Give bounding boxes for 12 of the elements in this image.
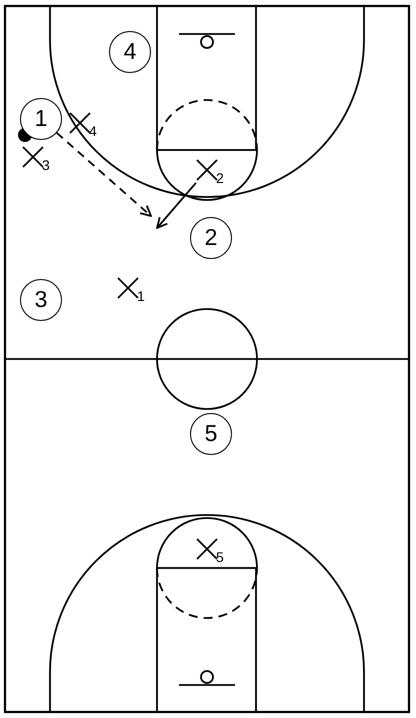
- defender-number: 5: [216, 549, 224, 565]
- player-circle: 4: [109, 31, 151, 73]
- player-circle: 5: [190, 413, 232, 455]
- player-circle: 1: [20, 98, 62, 140]
- player-circle: 3: [20, 279, 62, 321]
- defender-number: 3: [42, 157, 50, 173]
- defender-number: 4: [89, 123, 97, 139]
- defender-number: 1: [137, 288, 145, 304]
- player-circle: 2: [190, 217, 232, 259]
- dashed-arrow: [56, 132, 152, 217]
- arrow: [156, 182, 197, 229]
- defender-number: 2: [216, 170, 224, 186]
